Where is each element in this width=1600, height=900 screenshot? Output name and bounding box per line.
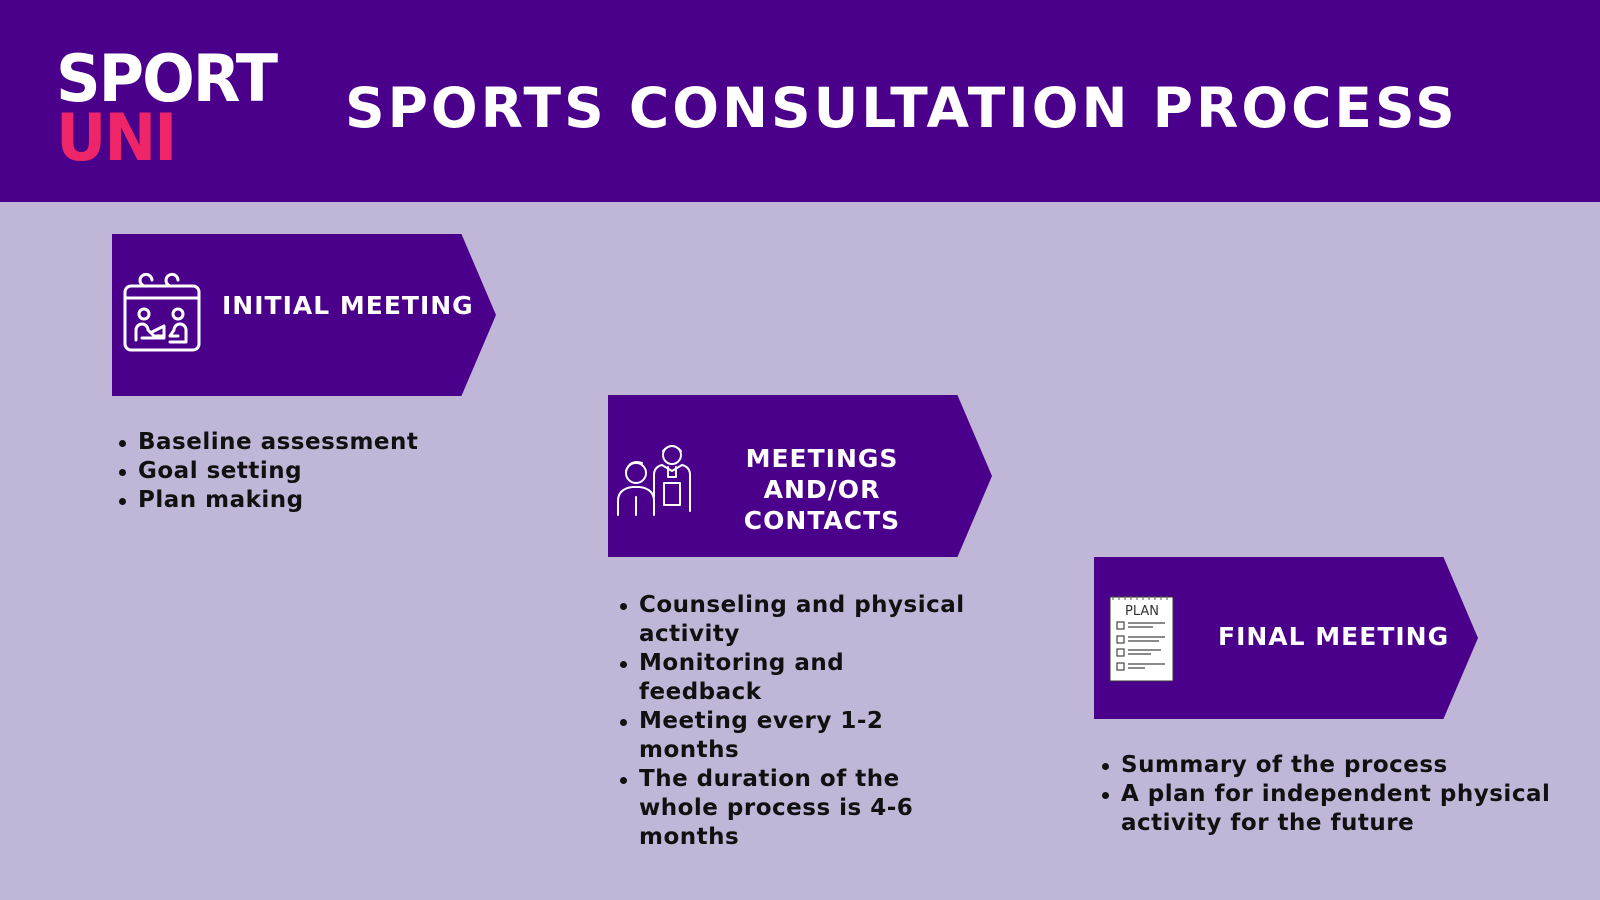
page-title: SPORTS CONSULTATION PROCESS <box>345 76 1458 140</box>
sport-uni-logo: SPORT UNI <box>56 40 278 176</box>
list-item: A plan for independent physical activity… <box>1097 780 1557 838</box>
step-1-bullet-list: Baseline assessment Goal setting Plan ma… <box>114 428 454 515</box>
header-banner: SPORT UNI SPORTS CONSULTATION PROCESS <box>0 0 1600 202</box>
list-item: Monitoring and feedback <box>615 649 970 707</box>
step-label: FINAL MEETING <box>1218 622 1450 651</box>
list-item: Meeting every 1-2 months <box>615 707 970 765</box>
list-item: Plan making <box>114 486 454 515</box>
consultation-people-icon <box>614 437 694 521</box>
step-meetings-contacts: MEETINGS AND/OR CONTACTS <box>608 395 992 557</box>
calendar-meeting-icon <box>122 272 202 358</box>
step-label-line-1: MEETINGS AND/OR <box>745 444 899 504</box>
step-2-bullet-list: Counseling and physical activity Monitor… <box>615 591 970 852</box>
logo-line-1: SPORT <box>56 40 278 117</box>
list-item: The duration of the whole process is 4-6… <box>615 765 970 852</box>
list-item: Baseline assessment <box>114 428 454 457</box>
step-label: MEETINGS AND/OR CONTACTS <box>692 443 952 536</box>
step-label-line-2: CONTACTS <box>743 506 901 535</box>
step-3-bullet-list: Summary of the process A plan for indepe… <box>1097 751 1557 838</box>
list-item: Counseling and physical activity <box>615 591 970 649</box>
step-initial-meeting: INITIAL MEETING <box>112 234 496 396</box>
list-item: Goal setting <box>114 457 454 486</box>
step-label: INITIAL MEETING <box>222 291 474 320</box>
logo-line-2: UNI <box>56 99 177 176</box>
svg-text:PLAN: PLAN <box>1125 604 1159 619</box>
list-item: Summary of the process <box>1097 751 1557 780</box>
step-final-meeting: PLAN FINAL MEETING <box>1094 557 1478 719</box>
plan-checklist-icon: PLAN <box>1109 595 1175 687</box>
